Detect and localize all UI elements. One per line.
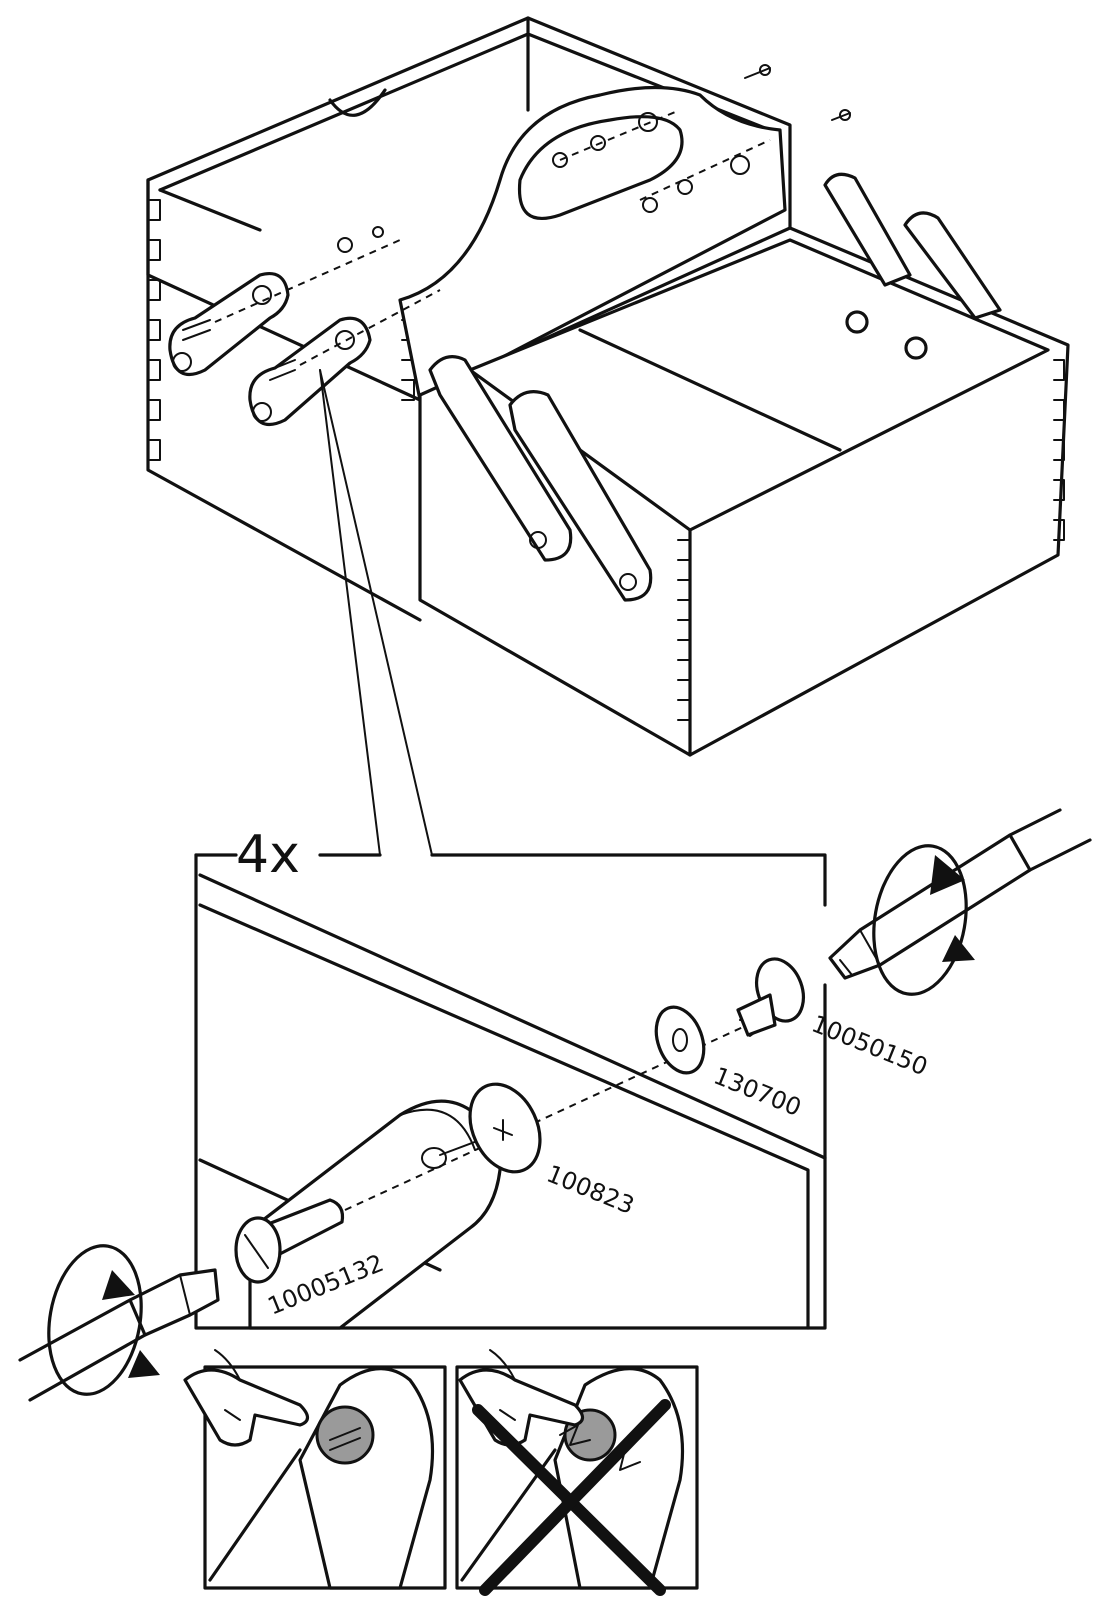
screw-10050150 [736,957,805,1037]
pin-part [234,1198,345,1284]
part-label-100823: 100823 [543,1160,638,1220]
washer-100823 [468,1082,542,1174]
rotate-clockwise-icon [872,844,975,996]
callout-lines [319,369,433,856]
rear-arm-1 [823,172,912,287]
front-box [418,226,1070,757]
quantity-multiplier: 4x [236,825,300,885]
front-arm-1 [428,355,573,562]
flat-screwdriver [18,1244,220,1402]
cross-out-icon [472,1399,671,1596]
detail-box: 4x [194,825,932,1330]
carry-handle [398,85,787,402]
washer-130700 [654,1005,706,1075]
side-arm-lower [248,316,372,426]
rear-arm-2 [903,211,1002,320]
check-panel-incorrect [455,1349,699,1596]
side-arm-upper [168,272,290,376]
phillips-screwdriver [828,808,1092,996]
exploded-screws [182,64,851,381]
pointing-hand-icon [183,1349,310,1447]
toolbox-illustration [146,16,1070,757]
check-panel-correct [183,1349,447,1590]
rotate-clockwise-icon-left [47,1244,160,1396]
front-arm-2 [508,390,653,602]
